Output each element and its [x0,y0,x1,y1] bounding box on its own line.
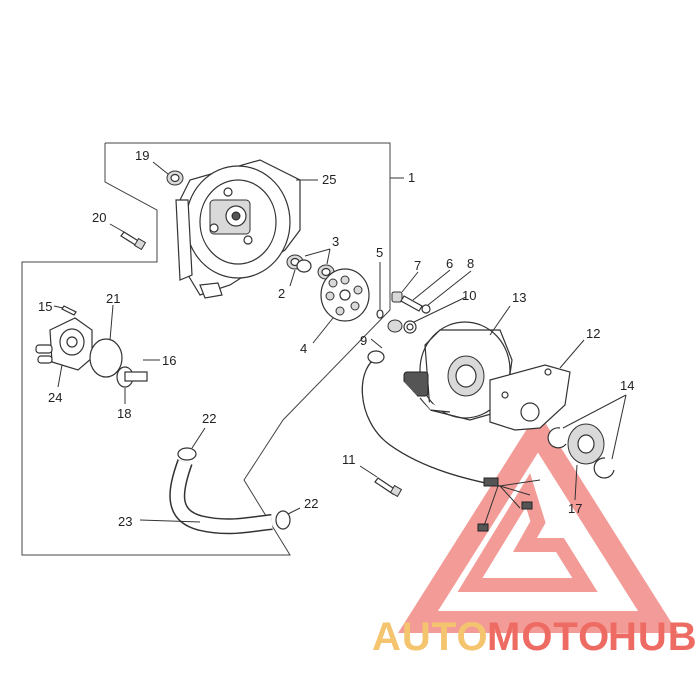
leader-19 [152,161,169,175]
leader-9 [370,338,383,349]
callout-4: 4 [300,341,307,356]
callout-1: 1 [408,170,415,185]
o-ring-part-21 [89,338,123,378]
leader-4 [312,317,334,344]
pump-body-part-24 [35,317,93,371]
washer-part-10 [403,320,417,334]
washer-part-8 [421,304,431,314]
callout-12: 12 [586,326,600,341]
screw-part-15 [61,305,77,316]
callout-8: 8 [467,256,474,271]
callout-10: 10 [462,288,476,303]
rotor-part-17 [567,423,605,465]
leader-22b [287,507,301,515]
callout-5: 5 [376,245,383,260]
bolt-part-11 [374,477,403,498]
shaft-part-18 [116,366,148,388]
callout-15: 15 [38,299,52,314]
fitting-part-7 [391,291,403,303]
watermark-wordmark: AUTO MOTO HUB [372,615,698,659]
leader-17 [574,464,578,501]
watermark-hub: HUB [608,615,698,659]
hose-part-23 [169,459,273,535]
housing-cover-part-25 [175,159,301,299]
leader-10 [413,296,467,323]
callout-24: 24 [48,390,62,405]
callout-3: 3 [332,234,339,249]
nut-part-19 [166,170,184,186]
callout-7: 7 [414,258,421,273]
callout-20: 20 [92,210,106,225]
watermark-auto: AUTO [372,615,489,659]
callout-11: 11 [342,452,356,467]
leader-14a [562,394,627,429]
stator-cable-inner [361,355,501,487]
leader-21 [109,304,114,341]
callout-2: 2 [278,286,285,301]
callout-22-upper: 22 [202,411,216,426]
leader-3b [326,248,331,265]
impeller-part-4 [320,268,370,322]
assembly-frame [21,142,391,556]
leader-3a [304,248,331,257]
callout-25: 25 [322,172,336,187]
callout-9: 9 [360,333,367,348]
leader-7 [401,271,419,293]
callout-22-lower: 22 [304,496,318,511]
clip-part-5 [376,309,384,319]
clamp-part-22-lower [275,510,291,530]
leader-14b [611,394,627,460]
callout-6: 6 [446,256,453,271]
leader-2 [289,269,296,287]
bolt-part-20 [120,231,147,251]
leader-6 [412,269,451,301]
leader-8 [427,270,472,306]
stator-part-13 [403,321,513,421]
circlip-part-14 [547,427,615,479]
leader-20 [109,223,125,233]
callout-16: 16 [162,353,176,368]
callout-19: 19 [135,148,149,163]
callout-17: 17 [568,501,582,516]
watermark-moto: MOTO [487,615,610,659]
cover-plate-part-12 [489,364,571,431]
callout-21: 21 [106,291,120,306]
leader-23 [139,519,201,523]
clamp-part-22-upper [177,447,197,461]
callout-13: 13 [512,290,526,305]
leader-13 [489,305,511,336]
leader-22a [191,427,206,449]
leader-11 [359,465,378,478]
callout-23: 23 [118,514,132,529]
washer-part-9 [387,319,403,333]
leader-15 [53,305,64,309]
cable-grommet [367,350,385,364]
leader-24 [57,364,63,388]
valve-part-6 [400,295,423,312]
watermark-inner-mark [457,473,598,592]
leader-12 [559,339,585,369]
callout-18: 18 [117,406,131,421]
callout-14: 14 [620,378,634,393]
wire-connectors [477,477,541,532]
